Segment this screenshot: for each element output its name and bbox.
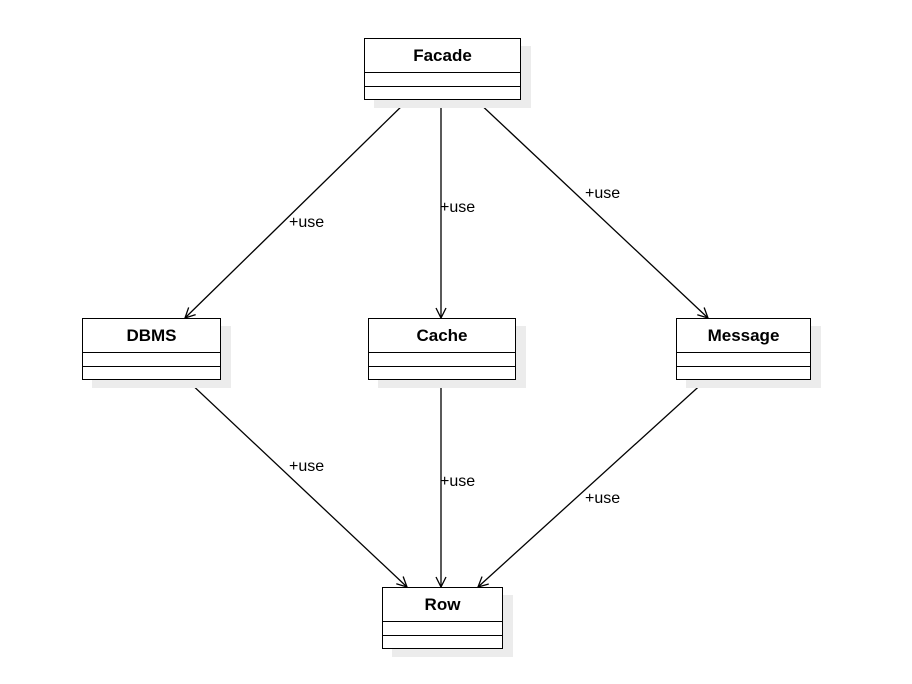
class-row[interactable]: Row	[382, 587, 503, 649]
class-attributes-compartment	[383, 622, 502, 636]
class-name: Row	[383, 588, 502, 622]
class-attributes-compartment	[83, 353, 220, 367]
class-name: Cache	[369, 319, 515, 353]
class-facade[interactable]: Facade	[364, 38, 521, 100]
class-operations-compartment	[369, 367, 515, 379]
class-dbms[interactable]: DBMS	[82, 318, 221, 380]
class-operations-compartment	[83, 367, 220, 379]
edge-facade-dbms	[185, 99, 409, 318]
edge-label-dbms-row: +use	[289, 458, 324, 475]
class-attributes-compartment	[677, 353, 810, 367]
edge-label-facade-dbms: +use	[289, 214, 324, 231]
class-attributes-compartment	[365, 73, 520, 87]
class-operations-compartment	[365, 87, 520, 99]
class-operations-compartment	[677, 367, 810, 379]
edge-label-message-row: +use	[585, 490, 620, 507]
class-message[interactable]: Message	[676, 318, 811, 380]
class-name: DBMS	[83, 319, 220, 353]
edge-label-facade-message: +use	[585, 185, 620, 202]
edge-message-row	[478, 379, 707, 587]
class-cache[interactable]: Cache	[368, 318, 516, 380]
class-name: Facade	[365, 39, 520, 73]
edge-label-cache-row: +use	[440, 473, 475, 490]
edge-facade-message	[475, 99, 708, 318]
class-name: Message	[677, 319, 810, 353]
edge-dbms-row	[186, 379, 407, 587]
class-operations-compartment	[383, 636, 502, 648]
class-attributes-compartment	[369, 353, 515, 367]
edge-label-facade-cache: +use	[440, 199, 475, 216]
